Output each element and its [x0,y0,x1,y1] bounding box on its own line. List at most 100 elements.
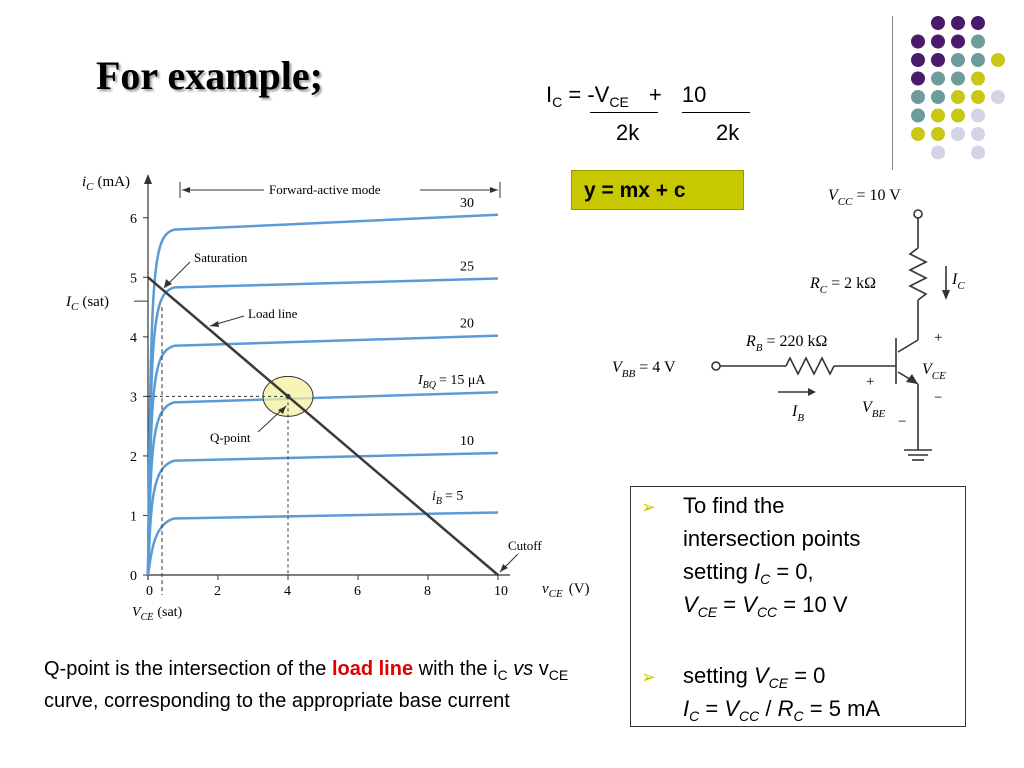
decor-dot [951,90,965,104]
load-line-label: Load line [248,306,298,321]
decor-dot [971,71,985,86]
vbe-plus: + [866,374,874,390]
decorative-dot-grid [911,16,1005,160]
rc-resistor [908,247,928,301]
decor-dot [971,90,985,104]
caption-text-1: Q-point is the intersection of the [44,658,332,680]
decor-dot [991,90,1005,104]
ic-sat-label: IC(sat) [65,294,109,313]
vbe-label: VBE [862,399,886,420]
bullet-2-line-2: IC = VCC / RC = 5 mA [683,696,881,724]
series-label: 30 [460,196,474,211]
vce-minus: − [934,390,942,406]
rb-resistor [785,356,835,376]
decor-dot [931,34,945,49]
page-title: For example; [96,53,323,98]
vce-plus: + [934,330,942,346]
y-tick-label: 2 [130,450,137,465]
series-label: 20 [460,317,474,332]
eq-plus: + [648,82,662,107]
vbe-minus: − [898,414,906,430]
q-point-pointer-head [278,406,286,414]
y-tick-label: 4 [130,331,137,346]
ibq-label: IBQ= 15 μA [417,373,486,391]
decor-dot [991,53,1005,67]
eq-ten: 10 [681,82,707,107]
decor-dot [931,16,945,30]
decor-dot [911,71,925,86]
y-tick-label: 6 [130,212,137,227]
vbb-terminal [711,361,721,371]
cutoff-label: Cutoff [508,538,542,553]
bullet-1-line-2: intersection points [683,526,861,551]
decor-dot [971,53,985,67]
decor-dot [971,127,985,141]
ib-curve [146,511,499,576]
caption-load-line-highlight: load line [331,658,414,680]
forward-active-label: Forward-active mode [269,182,381,197]
bullet-arrow-icon: ➢ [641,667,657,687]
caption-text-3: curve, corresponding to the appropriate … [44,690,510,712]
cutoff-pointer-head [500,564,508,572]
emitter-arrow [906,374,918,384]
x-tick-label: 8 [424,584,431,599]
collector-lead [897,339,919,353]
bullet-1-line-1: To find the [683,493,785,518]
eq-denominator-1: 2k [616,120,640,145]
y-tick-label: 0 [130,569,137,584]
rc-label: RC= 2 kΩ [809,275,876,296]
saturation-pointer-head [164,279,172,288]
x-axis-label: vCE(V) [542,581,590,600]
series-label: 25 [460,259,474,274]
bullet-2-line-1: setting VCE = 0 [683,663,826,691]
ib-curve [146,451,499,576]
bullet-1-line-4: VCE = VCC = 10 V [683,592,848,620]
decor-dot [951,16,965,30]
decor-dot [911,108,925,123]
vcc-label: VCC= 10 V [828,187,901,208]
ib-arrow-head [808,388,816,396]
fraction-bar-2 [682,112,750,113]
caption-sub-ce: CE [548,667,569,683]
ib-curve [146,390,499,576]
fraction-bar-1 [590,112,658,113]
ic-current-label: IC [951,271,965,292]
ib-current-label: IB [791,403,804,424]
vcc-terminal [913,209,923,219]
decor-dot [951,127,965,141]
rb-label: RB= 220 kΩ [745,333,828,354]
line-equation-box: y = mx + c [571,170,744,210]
x-tick-label: 10 [494,584,508,599]
ic-arrow-head [942,290,950,300]
decor-dot [971,34,985,49]
decor-dot [931,71,945,86]
saturation-label: Saturation [194,250,248,265]
q-point-marker [285,393,291,399]
forward-active-arrowhead-right [490,187,498,193]
decor-dot [911,53,925,67]
eq-neg-vce: = -V [568,82,610,107]
eq-ic-sub: C [552,94,563,110]
q-point-caption: Q-point is the intersection of the load … [44,656,584,714]
bullet-arrow-icon: ➢ [641,497,657,517]
eq-vce-sub: CE [609,94,629,110]
caption-text-2: with the i [413,658,498,680]
load-line-pointer-head [210,321,219,327]
decor-dot [931,90,945,104]
decor-dot [931,108,945,123]
x-tick-label: 6 [354,584,361,599]
decor-dot [911,127,925,141]
x-tick-label: 2 [214,584,221,599]
vce-sat-label: VCE(sat) [132,605,183,623]
decor-dot [951,108,965,123]
decor-dot [931,53,945,67]
decor-dot [911,34,925,49]
decor-dot [931,145,945,160]
y-tick-label: 5 [130,271,137,286]
y-axis-label: iC(mA) [82,174,130,193]
eq-denominator-2: 2k [716,120,740,145]
eq-ic-label: I [546,82,553,107]
caption-sub-c: C [497,667,508,683]
decor-dot [951,34,965,49]
decor-dot [971,145,985,160]
